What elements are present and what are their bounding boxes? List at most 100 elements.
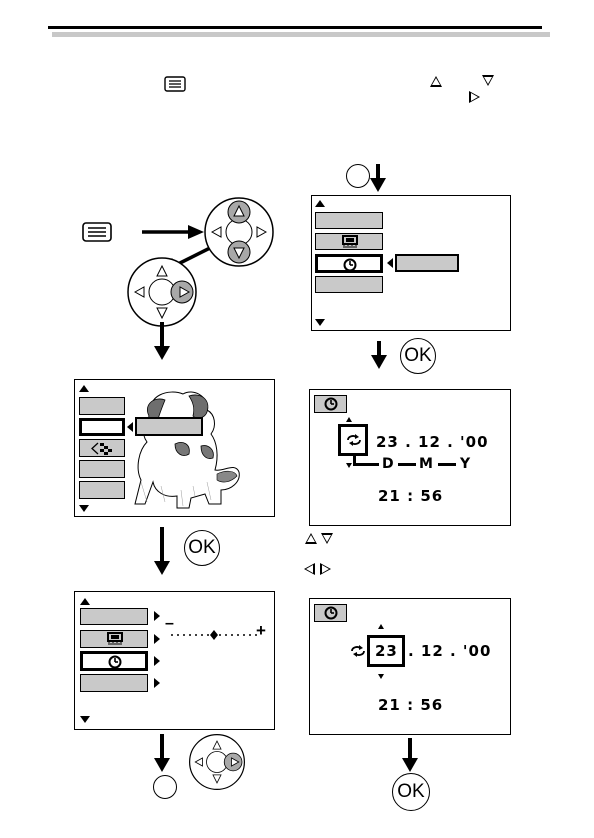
direction-pad-right[interactable] xyxy=(126,256,198,328)
menu-tab[interactable] xyxy=(315,212,383,229)
clock-icon xyxy=(324,606,338,620)
pointer-right-icon xyxy=(154,611,160,621)
menu-tab[interactable] xyxy=(80,674,148,692)
ok-button[interactable]: OK xyxy=(184,530,220,566)
format-connector xyxy=(438,463,456,466)
scroll-down-icon xyxy=(315,319,325,326)
menu-tab[interactable] xyxy=(79,460,125,478)
ok-label: OK xyxy=(397,781,425,802)
menu-tab-clock[interactable] xyxy=(315,254,383,273)
up-triangle-icon xyxy=(430,76,442,87)
slider-plus: + xyxy=(256,621,266,640)
clock-tab xyxy=(314,395,347,413)
swap-icon xyxy=(351,645,365,657)
menu-tab[interactable] xyxy=(315,276,383,293)
left-triangle-icon xyxy=(304,563,315,575)
pointer-left-icon xyxy=(127,422,133,432)
menu-tab[interactable] xyxy=(79,481,125,499)
brightness-slider[interactable] xyxy=(165,628,265,642)
menu-tab-selected[interactable] xyxy=(79,418,125,436)
flow-arrow-down-head xyxy=(402,758,418,772)
ok-label: OK xyxy=(404,345,432,366)
menu-tab[interactable] xyxy=(80,608,148,625)
flow-arrow-down xyxy=(376,164,380,180)
format-connector xyxy=(353,463,379,466)
ok-label: OK xyxy=(188,537,216,558)
pointer-left-icon xyxy=(387,258,393,268)
dog-photo xyxy=(134,391,240,509)
menu-screen-dog xyxy=(74,379,275,517)
menu-tab-brightness[interactable] xyxy=(315,233,383,250)
sequence-icon xyxy=(91,442,112,455)
flow-arrow-down xyxy=(377,341,381,357)
up-icon xyxy=(346,417,352,422)
date-value: 23 . 12 . '00 xyxy=(376,433,489,451)
up-icon xyxy=(378,624,384,629)
flow-arrow-down xyxy=(160,734,164,760)
right-triangle-icon xyxy=(320,563,331,575)
swap-icon xyxy=(347,434,361,446)
menu-tab-clock[interactable] xyxy=(80,651,148,671)
clock-tab xyxy=(314,604,347,622)
flow-arrow-down xyxy=(408,738,412,760)
flow-arrow-right xyxy=(142,225,204,239)
scroll-down-icon xyxy=(80,716,90,723)
flow-arrow-down-head xyxy=(154,758,170,772)
day-value: 23 xyxy=(375,642,398,660)
blank-button[interactable] xyxy=(153,775,177,799)
direction-pad-right[interactable] xyxy=(188,733,246,791)
menu-tab-sequence[interactable] xyxy=(79,439,125,457)
flow-arrow-down-head xyxy=(370,178,386,192)
right-triangle-icon xyxy=(469,91,480,103)
menu-icon-inline xyxy=(164,76,186,97)
submenu-tab[interactable] xyxy=(395,254,459,272)
flow-arrow-down-head xyxy=(371,355,387,369)
date-rest: . 12 . '00 xyxy=(408,642,492,660)
header-rule xyxy=(48,26,542,29)
menu-tab[interactable] xyxy=(79,397,125,415)
scroll-up-icon xyxy=(80,598,90,605)
brightness-icon xyxy=(107,632,123,645)
clock-icon xyxy=(108,655,122,669)
down-icon xyxy=(378,674,384,679)
down-triangle-icon xyxy=(321,533,333,544)
direction-pad-updown[interactable] xyxy=(203,196,275,268)
down-icon xyxy=(346,463,352,468)
menu-screen-settings: – + xyxy=(74,591,275,730)
scroll-up-icon xyxy=(79,385,89,392)
scroll-up-icon xyxy=(315,200,325,207)
ok-button[interactable]: OK xyxy=(400,338,436,374)
menu-button-icon[interactable] xyxy=(82,222,112,247)
pointer-right-icon xyxy=(154,678,160,688)
slider-minus: – xyxy=(165,615,174,632)
format-connector xyxy=(398,463,416,466)
format-month: M xyxy=(419,456,434,472)
slider-thumb xyxy=(210,630,218,640)
pointer-right-icon xyxy=(154,656,160,666)
blank-button[interactable] xyxy=(346,164,370,188)
menu-tab-brightness[interactable] xyxy=(80,630,148,648)
day-edit-screen: 23 . 12 . '00 21 : 56 xyxy=(309,598,511,735)
flow-arrow-down xyxy=(160,527,164,563)
clock-screen: 23 . 12 . '00 D M Y 21 : 56 xyxy=(309,389,511,526)
submenu-tab[interactable] xyxy=(135,417,203,436)
ok-button[interactable]: OK xyxy=(392,773,430,811)
format-day: D xyxy=(382,456,395,472)
format-connector xyxy=(353,455,356,465)
scroll-down-icon xyxy=(79,505,89,512)
format-year: Y xyxy=(460,456,472,472)
up-triangle-icon xyxy=(305,533,317,544)
format-selector[interactable] xyxy=(338,424,368,456)
menu-screen-clock-select xyxy=(311,195,511,331)
flow-arrow-down-head xyxy=(154,346,170,360)
time-value: 21 : 56 xyxy=(378,487,444,505)
pointer-right-icon xyxy=(154,634,160,644)
clock-icon xyxy=(324,397,338,411)
flow-arrow-down-head xyxy=(154,561,170,575)
day-selector[interactable]: 23 xyxy=(367,635,405,667)
clock-icon xyxy=(343,258,357,272)
brightness-icon xyxy=(342,235,358,248)
header-rule-shadow xyxy=(52,32,550,37)
flow-arrow-down xyxy=(160,322,164,348)
time-value: 21 : 56 xyxy=(378,696,444,714)
